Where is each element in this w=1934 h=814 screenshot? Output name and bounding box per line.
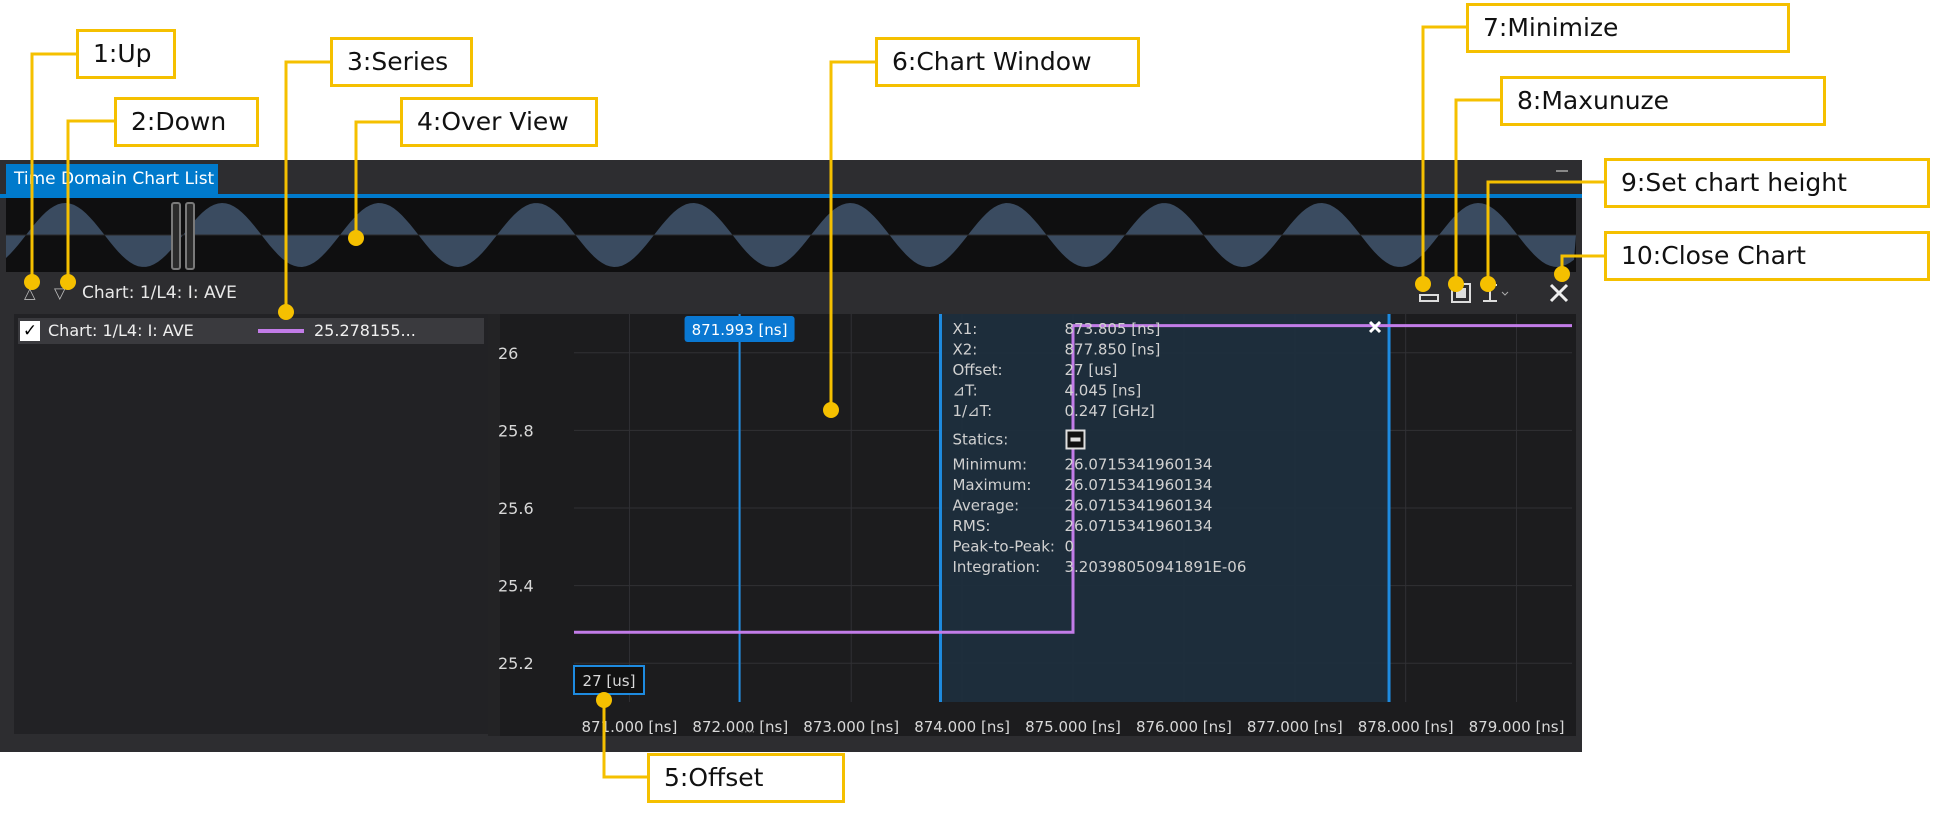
window-menu-icon[interactable] [1556, 170, 1568, 172]
chart-title: Chart: 1/L4: I: AVE [82, 283, 237, 303]
stat-label: Maximum: [952, 476, 1031, 494]
tab-underline [0, 194, 1582, 198]
x-tick-label: 878.000 [ns] [1358, 718, 1454, 736]
callout-maximize: 8:Maxunuze [1500, 76, 1826, 126]
resize-grip-icon[interactable]: ···· [740, 725, 755, 736]
statics-label: Statics: [952, 431, 1008, 449]
cursor-badge-label: 871.993 [ns] [692, 321, 788, 339]
series-line [574, 324, 1572, 634]
minimize-icon[interactable] [1418, 282, 1440, 304]
measure-label: ⊿T: [952, 382, 977, 400]
leader-series [284, 60, 330, 310]
x-tick-label: 874.000 [ns] [914, 718, 1010, 736]
x-tick-label: 879.000 [ns] [1469, 718, 1565, 736]
y-tick-label: 25.4 [498, 577, 534, 596]
measure-value: 877.850 [ns] [1064, 341, 1160, 359]
tab-strip: Time Domain Chart List [0, 160, 1582, 194]
callout-series: 3:Series [330, 37, 473, 87]
callout-close-chart: 10:Close Chart [1604, 231, 1930, 281]
leader-dot-chart-window [823, 402, 839, 418]
y-tick-label: 25.2 [498, 654, 534, 673]
leader-overview [354, 120, 400, 238]
leader-dot-offset [596, 692, 612, 708]
stat-value: 0 [1064, 538, 1074, 556]
callout-chart-height: 9:Set chart height [1604, 158, 1930, 208]
overview-thumb-left-handle[interactable] [171, 202, 181, 270]
measure-value: 27 [us] [1064, 361, 1117, 379]
measure-value: 4.045 [ns] [1064, 382, 1141, 400]
measure-value: 873.805 [ns] [1064, 320, 1160, 338]
overview-strip[interactable] [6, 198, 1576, 272]
series-color-swatch [258, 329, 304, 333]
stat-label: Average: [952, 497, 1019, 515]
chart-header: △ ▽ Chart: 1/L4: I: AVE [14, 278, 1574, 308]
x-tick-label: 877.000 [ns] [1247, 718, 1343, 736]
leader-down [66, 119, 114, 280]
triangle-down-icon[interactable]: ▽ [54, 284, 66, 302]
measure-label: X2: [952, 341, 977, 359]
statics-toggle-glyph [1070, 437, 1081, 442]
leader-dot-series [278, 304, 294, 320]
leader-dot-down [60, 274, 76, 290]
leader-maximize [1454, 98, 1500, 284]
measure-label: X1: [952, 320, 977, 338]
leader-dot-close [1554, 266, 1570, 282]
tab-time-domain-chart-list[interactable]: Time Domain Chart List [6, 164, 218, 194]
measure-label: 1/⊿T: [952, 402, 992, 420]
leader-minimize [1421, 25, 1466, 284]
stat-value: 3.20398050941891E-06 [1064, 558, 1246, 576]
leader-dot-chart-height [1480, 276, 1496, 292]
measure-label: Offset: [952, 361, 1002, 379]
stat-label: Integration: [952, 558, 1040, 576]
time-domain-chart-window: Time Domain Chart List △ ▽ Chart: 1/L4: … [0, 160, 1582, 752]
cursor-badge[interactable] [684, 316, 795, 342]
offset-badge[interactable] [573, 665, 645, 695]
measurement-region[interactable] [940, 314, 1390, 702]
leader-dot-maximize [1448, 276, 1464, 292]
y-tick-label: 26 [498, 344, 518, 363]
y-tick-label: 25.6 [498, 499, 534, 518]
callout-minimize: 7:Minimize [1466, 3, 1790, 53]
readout-close-icon[interactable] [1368, 320, 1382, 334]
overview-waveform [6, 203, 1576, 267]
stat-value: 26.0715341960134 [1064, 497, 1212, 515]
x-tick-label: 873.000 [ns] [803, 718, 899, 736]
leader-chart-window [829, 60, 875, 410]
overview-thumb[interactable] [171, 202, 199, 270]
leader-dot-up [24, 274, 40, 290]
series-list: ✓ Chart: 1/L4: I: AVE 25.278155... [14, 314, 488, 734]
callout-offset: 5:Offset [647, 753, 845, 803]
leader-dot-overview [348, 230, 364, 246]
measure-value: 0.247 [GHz] [1064, 402, 1154, 420]
stat-value: 26.0715341960134 [1064, 476, 1212, 494]
series-row[interactable]: ✓ Chart: 1/L4: I: AVE 25.278155... [18, 318, 484, 344]
leader-offset [602, 700, 647, 779]
stat-value: 26.0715341960134 [1064, 456, 1212, 474]
stat-label: Minimum: [952, 456, 1027, 474]
callout-up: 1:Up [76, 29, 176, 79]
series-value: 25.278155... [314, 321, 416, 340]
y-tick-label: 25.8 [498, 421, 534, 440]
series-checkbox[interactable]: ✓ [20, 321, 40, 341]
stat-label: RMS: [952, 517, 990, 535]
callout-chart-window: 6:Chart Window [875, 37, 1140, 87]
stat-label: Peak-to-Peak: [952, 538, 1054, 556]
x-tick-label: 875.000 [ns] [1025, 718, 1121, 736]
triangle-up-icon[interactable]: △ [24, 284, 36, 302]
offset-badge-label: 27 [us] [583, 672, 636, 690]
stat-value: 26.0715341960134 [1064, 517, 1212, 535]
overview-thumb-right-handle[interactable] [185, 202, 195, 270]
x-tick-label: 876.000 [ns] [1136, 718, 1232, 736]
x-tick-label: 872.000 [ns] [692, 718, 788, 736]
leader-chart-height [1486, 180, 1604, 284]
chart-splitter[interactable] [488, 314, 500, 736]
series-name: Chart: 1/L4: I: AVE [48, 321, 194, 340]
callout-down: 2:Down [114, 97, 259, 147]
callout-overview: 4:Over View [400, 97, 598, 147]
leader-dot-minimize [1415, 276, 1431, 292]
close-icon[interactable] [1548, 282, 1570, 304]
leader-up [30, 52, 76, 280]
